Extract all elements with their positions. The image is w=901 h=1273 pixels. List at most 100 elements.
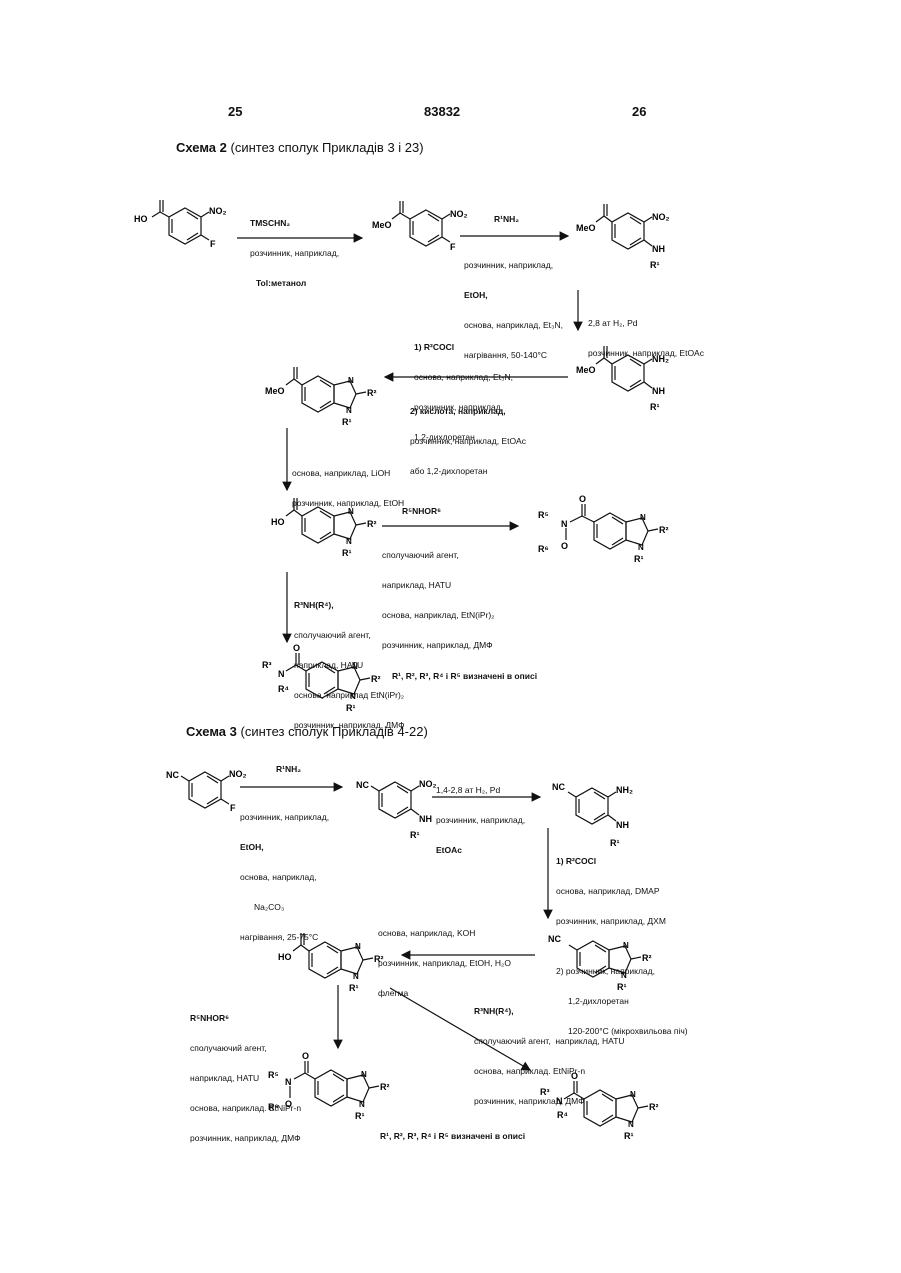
s3-step6-line4: основа, наприклад. EtNiPr-n [190,1103,301,1113]
s3-m3-nh: NH [616,820,629,830]
s3-m1-f: F [230,803,236,813]
s3-step6-line5: розчинник, наприклад, ДМФ [190,1133,301,1143]
s2-step5-conditions: основа, наприклад, LiOH розчинник, напри… [292,448,404,518]
s2-step5-line1: основа, наприклад, LiOH [292,468,404,478]
s3-step4-line1: основа, наприклад, KOH [378,928,511,938]
s3-m2-r1: R¹ [410,830,420,840]
s2-m7-r6: R⁶ [538,544,549,554]
s3-m7-r2: R² [649,1102,659,1112]
s3-molecule-6 [290,1061,379,1106]
s3-step6-line1: R⁵NHOR⁶ [190,1013,301,1023]
s2-m2-f: F [450,242,456,252]
s3-step1-reagent: R¹NH₂ [276,764,301,774]
s2-step4-line2: основа, наприклад, Et₃N, [414,372,513,382]
s3-molecule-1 [181,772,229,808]
s3-m6-n2: N [359,1100,365,1109]
s3-step2-line2: розчинник, наприклад, [436,815,525,825]
s2-m7-r5: R⁵ [538,510,549,520]
s2-m3-nh: NH [652,244,665,254]
s3-step1-line5: нагрівання, 25-75°C [240,932,329,942]
s2-m5-n2: N [346,406,352,415]
s3-step1-line2: EtOH, [240,842,329,852]
s3-molecule-2 [371,782,419,818]
s3-definitions-note: R¹, R², R³, R⁴ і R⁵ визначені в описі [380,1131,525,1141]
s3-m2-no2: NO₂ [419,779,437,789]
s2-m4-r1: R¹ [650,402,660,412]
s2-m8-n: N [278,669,285,679]
s3-m2-nc: NC [356,780,369,790]
scheme3-title: Схема 3 (синтез сполук Прикладів 4-22) [186,724,428,739]
s3-molecule-3 [568,788,616,824]
s3-m6-o: O [302,1051,309,1061]
s3-step1-conditions: розчинник, наприклад, EtOH, основа, напр… [240,792,329,952]
s3-step6-line3: наприклад, HATU [190,1073,301,1083]
s3-m7-r1: R¹ [624,1131,634,1141]
s2-m8-r3: R³ [262,660,272,670]
s3-m5-n1: N [355,942,361,951]
s2-step4-line7: або 1,2-дихлоретан [410,466,526,476]
s2-step3-line2: розчинник, наприклад, EtOAc [588,348,704,358]
s3-step3-line3: розчинник, наприклад, ДХМ [556,916,688,926]
s3-step6-conditions: R⁵NHOR⁶ сполучаючий агент, наприклад, HA… [190,993,301,1153]
s3-m6-n1: N [361,1070,367,1079]
s3-m3-nh2: NH₂ [616,785,633,795]
s2-m7-n2: N [638,543,644,552]
s3-m3-nc: NC [552,782,565,792]
s2-molecule-2 [392,201,450,246]
s3-step5-line2: сполучаючий агент, наприклад, HATU [474,1036,625,1046]
s2-m3-meo: MeO [576,223,596,233]
s3-step6-line2: сполучаючий агент, [190,1043,301,1053]
s2-definitions-note: R¹, R², R³, R⁴ і R⁵ визначені в описі [392,671,537,681]
s2-molecule-7 [566,504,658,549]
s2-m5-r2: R² [367,388,377,398]
s2-m7-o: O [579,494,586,504]
s2-m3-no2: NO₂ [652,212,670,222]
s2-m1-no2: NO₂ [209,206,227,216]
s2-m5-meo: MeO [265,386,285,396]
s2-molecule-5 [286,367,366,412]
s3-step1-line4: Na₂CO₃ [240,902,329,912]
s2-step7-conditions: R³NH(R⁴), сполучаючий агент, наприклад, … [294,580,405,740]
s2-m2-meo: MeO [372,220,392,230]
s3-m2-nh: NH [419,814,432,824]
s3-step3-line5: 2) розчинник, наприклад, [556,966,688,976]
s2-m7-n: N [561,519,568,529]
s3-step2-line1: 1,4-2,8 ат H₂, Pd [436,785,525,795]
s2-step7-line2: сполучаючий агент, [294,630,405,640]
s2-step6-line1: сполучаючий агент, [382,550,494,560]
s2-m3-r1: R¹ [650,260,660,270]
s2-step2-line1: розчинник, наприклад, [464,260,563,270]
s3-m1-nc: NC [166,770,179,780]
s3-m5-r1: R¹ [349,983,359,993]
s2-m6-r1: R¹ [342,548,352,558]
s2-m7-r2: R² [659,525,669,535]
s2-step4-line1: 1) R²COCl [414,342,513,352]
s2-molecule-1 [152,200,209,244]
s2-step1-solvent: розчинник, наприклад, [250,248,339,258]
s2-step3-conditions: 2,8 ат H₂, Pd розчинник, наприклад, EtOA… [588,298,704,368]
s2-step1-reagent: TMSCHN₂ [250,218,339,228]
s2-m6-ho: HO [271,517,285,527]
s3-step1-line1: розчинник, наприклад, [240,812,329,822]
s2-m6-n2: N [346,537,352,546]
s3-step4-line2: розчинник, наприклад, EtOH, H₂O [378,958,511,968]
s2-m2-no2: NO₂ [450,209,468,219]
s2-step3-line1: 2,8 ат H₂, Pd [588,318,704,328]
s2-molecule-3 [596,204,652,249]
s3-m7-n2: N [628,1120,634,1129]
s2-m5-n1: N [348,376,354,385]
s3-step5-conditions: R³NH(R⁴), сполучаючий агент, наприклад, … [474,986,625,1116]
s3-step5-line4: розчинник, наприклад, ДМФ [474,1096,625,1106]
s3-m7-n1: N [630,1090,636,1099]
s2-step4-bottom-conditions: 2) кислота, наприклад, розчинник, наприк… [410,386,526,486]
s2-step5-line2: розчинник, наприклад, EtOH [292,498,404,508]
s2-m7-r1: R¹ [634,554,644,564]
s3-m6-r1: R¹ [355,1111,365,1121]
s3-step5-line3: основа, наприклад. EtNiPr-n [474,1066,625,1076]
s3-step3-line2: основа, наприклад, DMAP [556,886,688,896]
s2-m7-n1: N [640,513,646,522]
s2-step4-line5: 2) кислота, наприклад, [410,406,526,416]
s2-step1-conditions: TMSCHN₂ розчинник, наприклад, Tol:метано… [250,198,339,298]
s2-step2-reagent: R¹NH₂ [494,214,519,224]
s2-step2-line2: EtOH, [464,290,563,300]
